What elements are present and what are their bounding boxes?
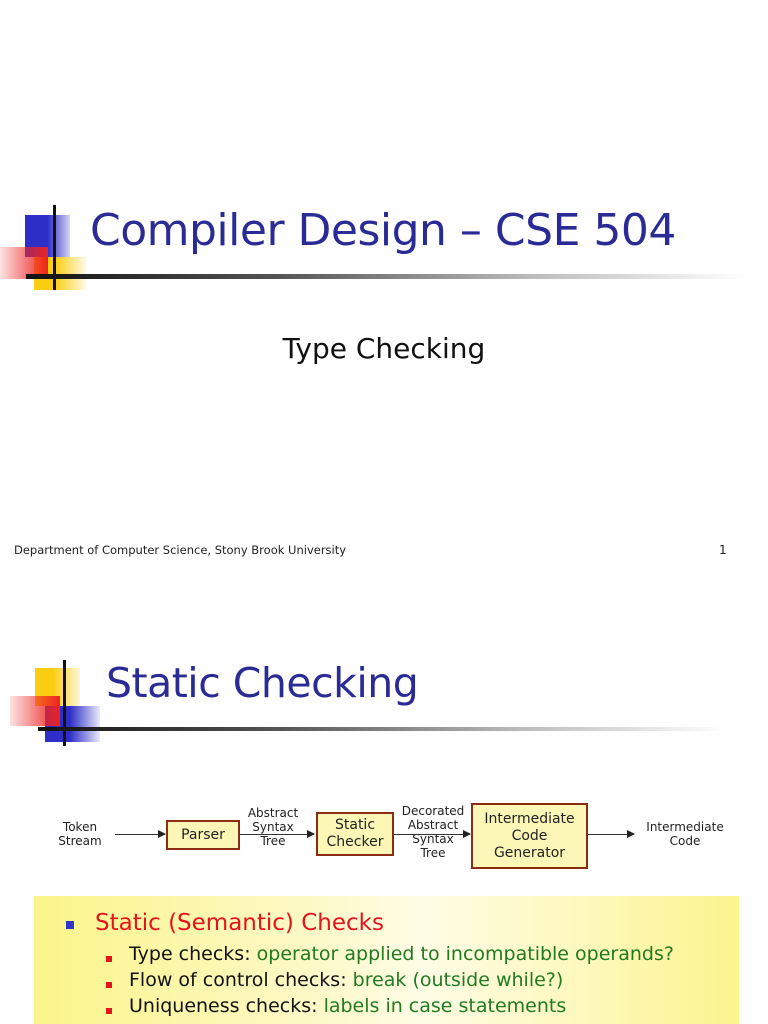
bullet-square-icon bbox=[66, 921, 74, 929]
sub-bullet-icon bbox=[106, 1008, 112, 1014]
bullets-panel bbox=[34, 896, 739, 1024]
slide-subtitle: Type Checking bbox=[282, 332, 486, 365]
title-rule bbox=[38, 727, 728, 731]
ast-label: Abstract Syntax Tree bbox=[247, 806, 299, 848]
arrow-icon bbox=[394, 830, 471, 838]
arrow-icon bbox=[240, 830, 315, 838]
slide-2: Static Checking bbox=[0, 576, 768, 1024]
arrow-icon bbox=[588, 830, 635, 838]
title-rule bbox=[26, 274, 746, 279]
bullet-main: Static (Semantic) Checks bbox=[95, 910, 384, 936]
title-decoration-icon bbox=[8, 660, 108, 750]
sub-bullet-type-checks: Type checks: operator applied to incompa… bbox=[129, 943, 674, 965]
parser-box: Parser bbox=[166, 820, 240, 850]
intermediate-code-generator-box: Intermediate Code Generator bbox=[471, 803, 588, 869]
sub-bullet-icon bbox=[106, 956, 112, 962]
title-decoration-icon bbox=[0, 205, 100, 295]
sub-bullet-icon bbox=[106, 982, 112, 988]
page-number: 1 bbox=[719, 543, 727, 557]
slide-title: Compiler Design – CSE 504 bbox=[90, 205, 676, 256]
arrow-icon bbox=[115, 830, 166, 838]
intermediate-code-label: Intermediate Code bbox=[646, 820, 724, 848]
decorated-ast-label: Decorated Abstract Syntax Tree bbox=[401, 804, 465, 860]
sub-bullet-flow-checks: Flow of control checks: break (outside w… bbox=[129, 969, 564, 991]
static-checker-box: Static Checker bbox=[316, 812, 394, 856]
slide-1: Compiler Design – CSE 504 Type Checking … bbox=[0, 205, 746, 557]
token-stream-label: Token Stream bbox=[58, 820, 102, 848]
sub-bullet-uniqueness-checks: Uniqueness checks: labels in case statem… bbox=[129, 995, 567, 1017]
slide-title: Static Checking bbox=[106, 659, 419, 707]
footer-text: Department of Computer Science, Stony Br… bbox=[14, 543, 347, 557]
